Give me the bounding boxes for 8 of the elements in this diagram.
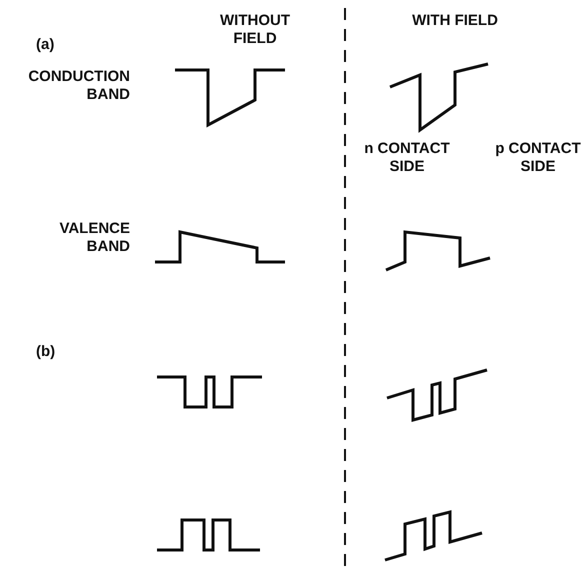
column-heading: WITHOUT FIELD [219, 12, 291, 48]
band-label: CONDUCTION BAND [27, 68, 130, 104]
column-heading: WITH FIELD [411, 12, 499, 30]
side-label: p CONTACT SIDE [494, 140, 582, 176]
panel-label: (b) [36, 343, 56, 361]
band-label: VALENCE BAND [58, 220, 130, 256]
panel-label: (a) [36, 36, 56, 54]
side-label: n CONTACT SIDE [363, 140, 451, 176]
